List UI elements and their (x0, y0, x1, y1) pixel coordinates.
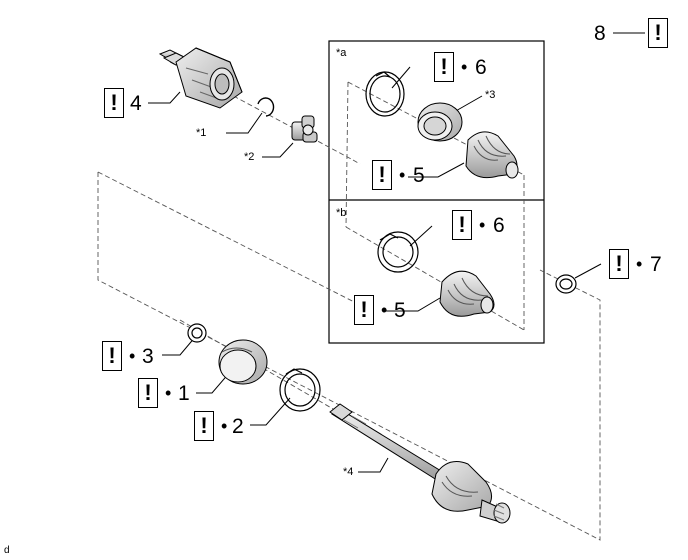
boot-adaptor (417, 102, 463, 142)
note-star-4: *4 (343, 466, 354, 478)
callout-4-number: 4 (130, 92, 142, 115)
callout-6b-caution-icon: ! (452, 210, 472, 240)
callout-6a-caution-icon: ! (434, 52, 454, 82)
panel-a-label: *a (336, 47, 347, 59)
boot-clamp-large-b (377, 231, 419, 273)
note-star-3: *3 (485, 89, 496, 101)
boot-clamp-small-inboard (555, 274, 577, 294)
figure-code: d (4, 545, 10, 556)
callout-5a-caution-icon: ! (372, 160, 392, 190)
boot-clamp-large-outboard (279, 368, 321, 412)
inboard-joint-housing (158, 47, 243, 109)
boot-clamp-small-outboard (187, 323, 207, 343)
callout-3-number: 3 (142, 345, 154, 368)
callout-8-number: 8 (594, 22, 606, 45)
inboard-boot-b (439, 270, 495, 317)
callout-1-number: 1 (178, 382, 190, 405)
callout-6b-number: 6 (493, 214, 505, 237)
callout-5a-number: 5 (413, 164, 425, 187)
boot-detail-frame (328, 40, 545, 344)
outboard-boot (218, 339, 268, 385)
callout-6a-number: 6 (475, 56, 487, 79)
leader-lines (148, 32, 645, 473)
callout-3-caution-icon: ! (102, 341, 122, 371)
boot-clamp-large-a (365, 71, 405, 117)
drive-shaft-assembly (329, 403, 511, 524)
callout-6b-bullet: • (479, 215, 486, 235)
inboard-boot-a (465, 131, 519, 179)
callout-7-bullet: • (636, 254, 643, 274)
callout-1-caution-icon: ! (138, 378, 158, 408)
callout-6a-bullet: • (461, 57, 468, 77)
callout-2-caution-icon: ! (194, 411, 214, 441)
callout-3-bullet: • (129, 346, 136, 366)
callout-2-number: 2 (232, 415, 244, 438)
note-star-1: *1 (196, 127, 207, 139)
callout-7-number: 7 (650, 253, 662, 276)
callout-8-caution-icon: ! (648, 18, 668, 48)
callout-7-caution-icon: ! (609, 249, 629, 279)
panel-b-label: *b (336, 207, 347, 219)
tripod-joint (291, 115, 318, 143)
callout-2-bullet: • (221, 416, 228, 436)
callout-4-caution-icon: ! (104, 88, 124, 118)
callout-5a-bullet: • (399, 165, 406, 185)
note-star-2: *2 (244, 151, 255, 163)
callout-5b-number: 5 (394, 299, 406, 322)
callout-5b-caution-icon: ! (354, 295, 374, 325)
snap-ring (257, 97, 275, 117)
callout-5b-bullet: • (381, 300, 388, 320)
callout-1-bullet: • (165, 383, 172, 403)
